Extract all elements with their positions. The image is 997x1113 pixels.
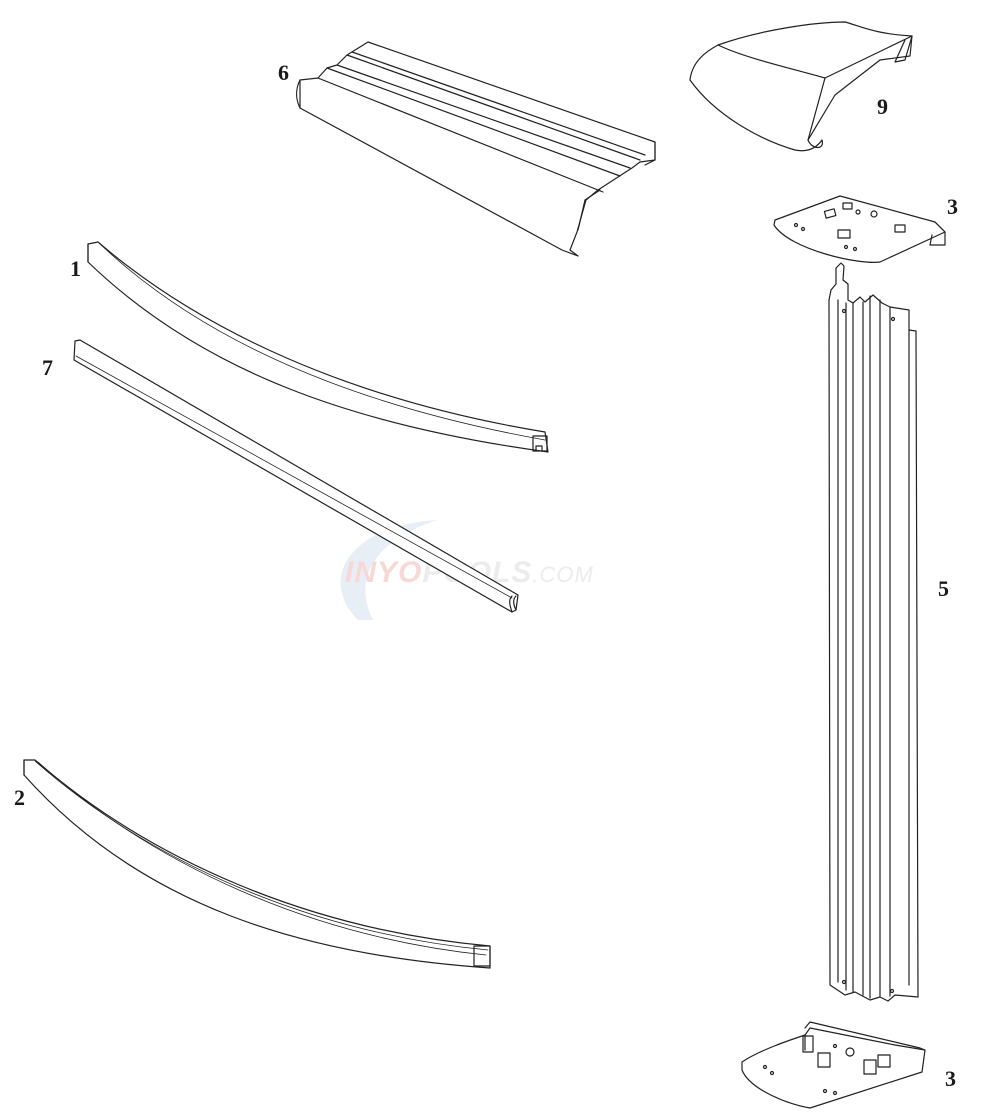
- part-label-9: 9: [877, 94, 888, 119]
- part-label-2: 2: [14, 785, 25, 810]
- part-2-bottom-rail[interactable]: [23, 759, 491, 969]
- part-5-upright[interactable]: [828, 262, 919, 1002]
- part-label-3-top: 3: [947, 194, 958, 219]
- part-label-5: 5: [938, 576, 949, 601]
- part-3-bottom-plate[interactable]: [741, 1021, 926, 1109]
- part-6-top-ledge[interactable]: [296, 41, 656, 257]
- part-label-7: 7: [42, 355, 53, 380]
- watermark-swoosh-icon: [340, 520, 438, 620]
- part-3-top-plate[interactable]: [773, 195, 946, 263]
- part-1-top-rail[interactable]: [87, 241, 549, 453]
- part-label-1: 1: [70, 256, 81, 281]
- watermark-inyo: INYO: [345, 556, 423, 589]
- part-7-stabilizer-rail[interactable]: [73, 339, 519, 613]
- watermark-com: .COM: [532, 562, 594, 587]
- part-9-top-cap[interactable]: [689, 21, 913, 152]
- part-label-6: 6: [278, 60, 289, 85]
- part-label-3-bottom: 3: [945, 1066, 956, 1091]
